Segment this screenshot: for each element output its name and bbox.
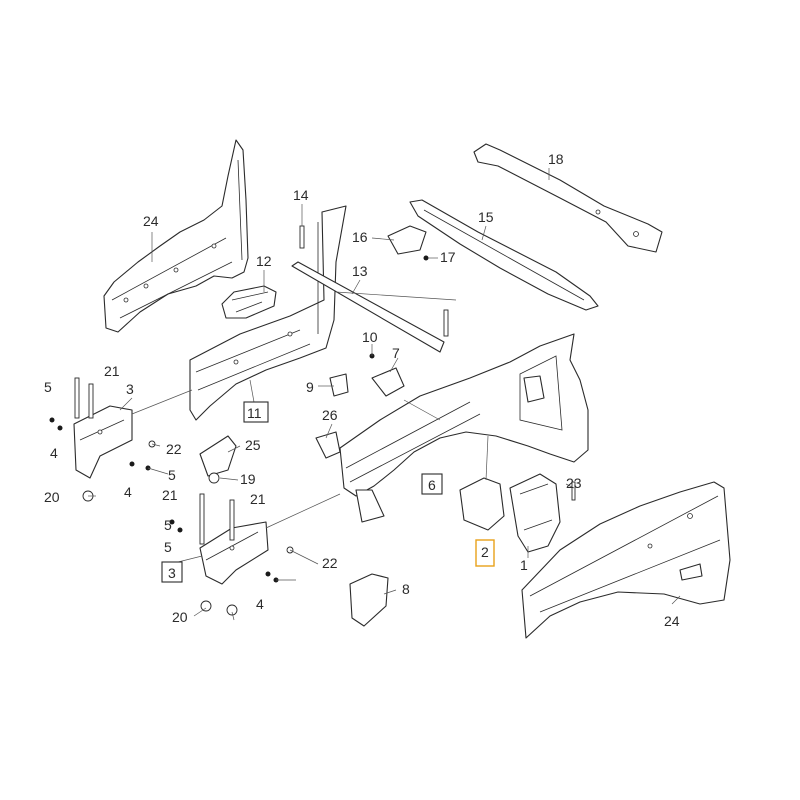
part-24-left-panel[interactable] — [103, 139, 249, 333]
part-6-wheelhouse[interactable] — [339, 333, 589, 523]
callout-22-a: 22 — [166, 441, 182, 457]
part-13-cross-bar[interactable] — [291, 261, 445, 353]
callout-23: 23 — [566, 475, 582, 491]
callout-5-a: 5 — [44, 379, 52, 395]
part-26-clip[interactable] — [315, 431, 341, 459]
callout-7: 7 — [392, 345, 400, 361]
callout-5-c: 5 — [164, 517, 172, 533]
callout-3: 3 — [126, 381, 134, 397]
callout-5-d: 5 — [164, 539, 172, 555]
callout-16: 16 — [352, 229, 368, 245]
part-19-grommet[interactable] — [208, 472, 220, 484]
callout-18: 18 — [548, 151, 564, 167]
callout-15: 15 — [478, 209, 494, 225]
part-9-clip[interactable] — [329, 373, 349, 397]
part-11-longitudinal-member[interactable] — [189, 205, 347, 421]
leader-lines — [88, 168, 681, 621]
part-16-bracket[interactable] — [387, 225, 427, 255]
callout-14: 14 — [293, 187, 309, 203]
part-25-bracket[interactable] — [199, 435, 237, 477]
callout-10: 10 — [362, 329, 378, 345]
part-15-cross-member[interactable] — [409, 199, 599, 311]
part-8-bracket[interactable] — [349, 573, 389, 627]
callout-9: 9 — [306, 379, 314, 395]
callout-20-bottom: 20 — [172, 609, 188, 625]
part-24-right-panel[interactable] — [521, 481, 731, 639]
callout-24-left: 24 — [143, 213, 159, 229]
callout-20-top: 20 — [44, 489, 60, 505]
part-7-clip[interactable] — [371, 367, 405, 397]
callout-17: 17 — [440, 249, 456, 265]
svg-text:3: 3 — [168, 565, 176, 581]
callout-8: 8 — [402, 581, 410, 597]
boxed-callout-6[interactable]: 6 — [421, 473, 443, 495]
callout-26: 26 — [322, 407, 338, 423]
part-12-bracket[interactable] — [221, 285, 277, 319]
callout-4-mid: 4 — [124, 484, 132, 500]
callout-22-b: 22 — [322, 555, 338, 571]
svg-text:2: 2 — [481, 544, 489, 560]
svg-text:11: 11 — [247, 405, 262, 421]
svg-text:6: 6 — [428, 477, 436, 493]
boxed-callout-3[interactable]: 3 — [161, 561, 183, 583]
callout-4-bottom: 4 — [256, 596, 264, 612]
callout-labels: 24 14 12 13 18 15 16 17 10 7 9 26 25 19 … — [44, 151, 680, 629]
part-3-mount-lower[interactable] — [199, 521, 269, 585]
part-3-mount-upper[interactable] — [73, 405, 133, 479]
callout-13: 13 — [352, 263, 368, 279]
callout-24-right: 24 — [664, 613, 680, 629]
callout-21-b: 21 — [162, 487, 178, 503]
boxed-callout-11[interactable]: 11 — [243, 401, 269, 423]
callout-5-b: 5 — [168, 467, 176, 483]
part-18-support-bar[interactable] — [473, 143, 663, 253]
callout-21-a: 21 — [104, 363, 120, 379]
fasteners — [49, 225, 576, 616]
callout-12: 12 — [256, 253, 272, 269]
highlighted-callout-2[interactable]: 2 — [475, 539, 495, 567]
part-2-reinforcement[interactable] — [459, 477, 505, 531]
callout-4-left: 4 — [50, 445, 58, 461]
part-1-shock-tower[interactable] — [509, 473, 561, 553]
callout-19: 19 — [240, 471, 256, 487]
callout-1: 1 — [520, 557, 528, 573]
callout-21-c: 21 — [250, 491, 266, 507]
callout-25: 25 — [245, 437, 261, 453]
